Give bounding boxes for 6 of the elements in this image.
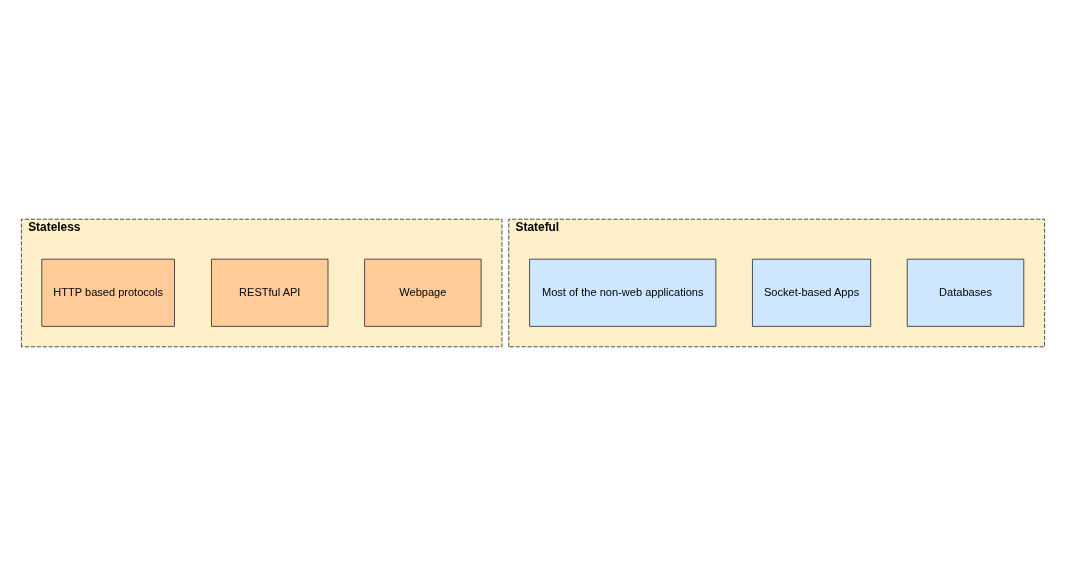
node-box: Webpage bbox=[364, 258, 482, 327]
node-box: Databases bbox=[906, 258, 1025, 327]
node-box: Socket-based Apps bbox=[752, 258, 872, 327]
node-box: Most of the non-web applications bbox=[529, 258, 717, 327]
node-box: HTTP based protocols bbox=[41, 258, 175, 327]
node-box: RESTful API bbox=[211, 258, 329, 327]
